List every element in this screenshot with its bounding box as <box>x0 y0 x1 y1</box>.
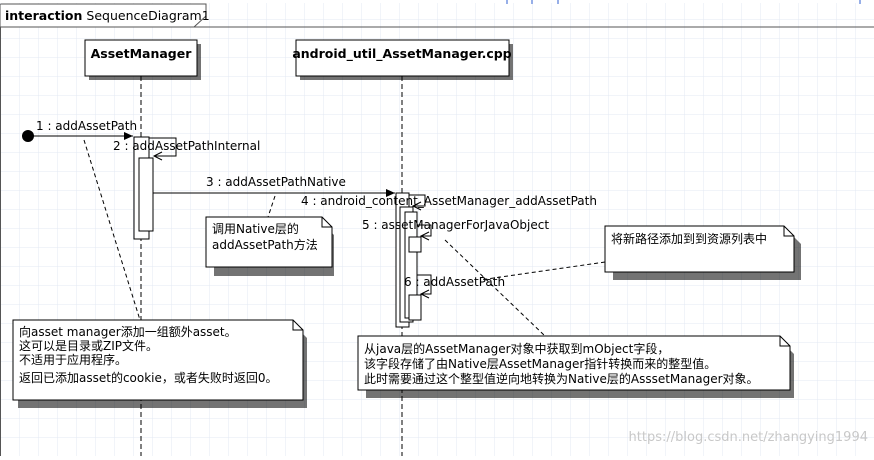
message-label: 1 : addAssetPath <box>36 119 137 133</box>
message-label: 2 : addAssetPathInternal <box>113 139 260 153</box>
note-line: 该字段存储了由Native层AssetManager指针转换而来的整型值。 <box>364 356 716 371</box>
top-strip <box>0 0 874 3</box>
note-line: 此时需要通过这个整型值逆向地转换为Native层的AsssetManager对象… <box>364 371 759 386</box>
note-asset-manager[interactable]: 向asset manager添加一组额外asset。 这可以是目录或ZIP文件。… <box>13 320 307 408</box>
activation-bar-nested <box>139 158 153 231</box>
message-label: 5 : assetManagerForJavaObject <box>362 218 549 232</box>
activation-bar-call-6 <box>409 295 421 320</box>
activation-bar-call-5 <box>409 237 421 252</box>
note-line: 这可以是目录或ZIP文件。 <box>19 338 158 353</box>
message-label: 4 : android_content_AssetManager_addAsse… <box>301 194 597 208</box>
note-line: 将新路径添加到到资源列表中 <box>611 231 767 246</box>
note-line: 向asset manager添加一组额外asset。 <box>19 324 237 339</box>
lifeline-name: android_util_AssetManager.cpp <box>292 46 511 62</box>
lifeline-name: AssetManager <box>91 46 193 61</box>
note-native[interactable]: 调用Native层的 addAssetPath方法 <box>206 217 334 276</box>
message-4[interactable]: 4 : android_content_AssetManager_addAsse… <box>301 194 597 210</box>
note-mobject[interactable]: 从java层的AssetManager对象中获取到mObject字段， 该字段存… <box>358 336 794 398</box>
note-line: 调用Native层的 <box>212 221 299 236</box>
note-line: 从java层的AssetManager对象中获取到mObject字段， <box>364 341 669 356</box>
note-line: addAssetPath方法 <box>212 237 318 252</box>
message-label: 3 : addAssetPathNative <box>206 175 346 189</box>
message-label: 6 : addAssetPath <box>404 275 505 289</box>
note-add-path[interactable]: 将新路径添加到到资源列表中 <box>605 226 801 280</box>
watermark: https://blog.csdn.net/zhangying1994 <box>629 430 868 445</box>
note-line: 返回已添加asset的cookie，或者失败时返回0。 <box>19 370 278 385</box>
note-line: 不适用于应用程序。 <box>19 352 127 367</box>
